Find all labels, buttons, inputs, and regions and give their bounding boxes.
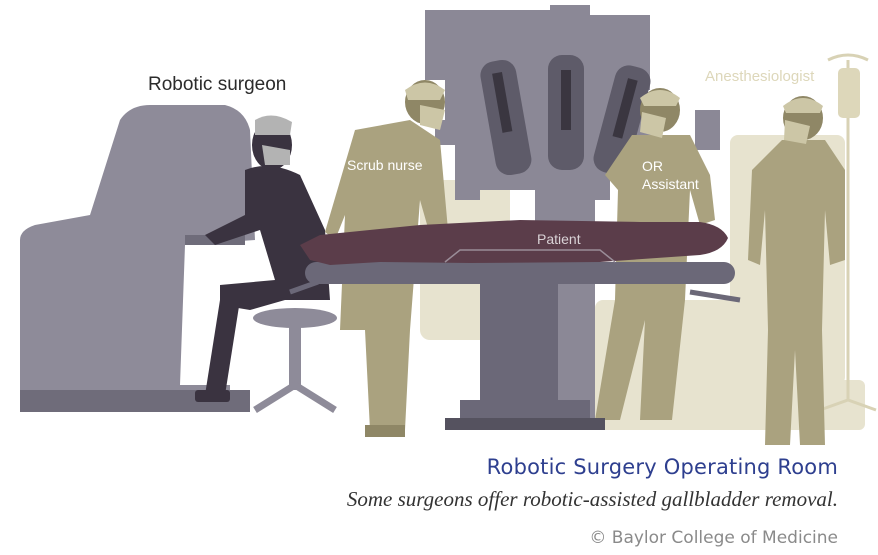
robotic-surgeon-label: Robotic surgeon [148, 74, 286, 96]
copyright-notice: © Baylor College of Medicine [589, 528, 838, 548]
anesthesiologist-label: Anesthesiologist [705, 68, 814, 85]
caption-subtitle: Some surgeons offer robotic-assisted gal… [347, 487, 838, 512]
patient-label: Patient [537, 231, 581, 247]
scrub-nurse-label: Scrub nurse [347, 157, 422, 173]
or-assistant-label-line2: Assistant [642, 176, 699, 192]
caption-title: Robotic Surgery Operating Room [487, 455, 838, 479]
or-assistant-label-line1: OR [642, 158, 663, 174]
surgeon-stool [253, 308, 337, 410]
